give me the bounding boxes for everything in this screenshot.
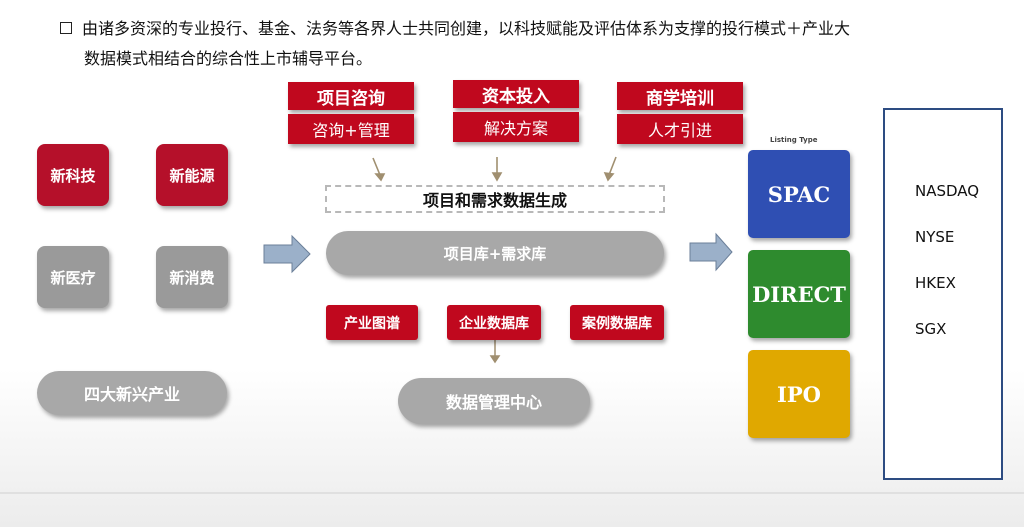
service-title: 商学培训	[617, 82, 743, 110]
db-connectors	[489, 340, 501, 364]
industries-label: 四大新兴产业	[37, 371, 227, 415]
database-enterprise: 企业数据库	[447, 305, 541, 340]
exchange-sgx: SGX	[915, 320, 947, 338]
database-industry-map: 产业图谱	[326, 305, 418, 340]
service-training: 商学培训 人才引进	[617, 82, 743, 144]
listing-direct: DIRECT	[748, 250, 850, 338]
service-subtitle: 解决方案	[453, 112, 579, 142]
exchange-nyse: NYSE	[915, 228, 955, 246]
industry-tile-medical: 新医疗	[37, 246, 109, 308]
industry-tile-consumer: 新消费	[156, 246, 228, 308]
service-arrows	[372, 156, 617, 182]
service-consulting: 项目咨询 咨询+管理	[288, 82, 414, 144]
intro-line-2: 数据模式相结合的综合性上市辅导平台。	[84, 49, 373, 68]
industry-tile-tech: 新科技	[37, 144, 109, 206]
listing-ipo: IPO	[748, 350, 850, 438]
service-subtitle: 咨询+管理	[288, 114, 414, 144]
industry-tile-energy: 新能源	[156, 144, 228, 206]
right-arrow-icon	[689, 232, 733, 272]
service-title: 项目咨询	[288, 82, 414, 110]
exchange-nasdaq: NASDAQ	[915, 182, 980, 200]
exchanges-panel: NASDAQ NYSE HKEX SGX	[883, 108, 1003, 480]
right-arrow-icon	[263, 234, 311, 274]
management-center: 数据管理中心	[398, 378, 590, 424]
intro-line-1: 由诸多资深的专业投行、基金、法务等各界人士共同创建，以科技赋能及评估体系为支撑的…	[82, 19, 851, 38]
checkbox-bullet-icon	[60, 22, 72, 34]
service-capital: 资本投入 解决方案	[453, 80, 579, 142]
service-subtitle: 人才引进	[617, 114, 743, 144]
generation-label: 项目和需求数据生成	[325, 185, 665, 213]
exchange-hkex: HKEX	[915, 274, 956, 292]
repository-label: 项目库+需求库	[326, 231, 664, 275]
listing-spac: SPAC	[748, 150, 850, 238]
intro-text: 由诸多资深的专业投行、基金、法务等各界人士共同创建，以科技赋能及评估体系为支撑的…	[60, 14, 960, 74]
database-cases: 案例数据库	[570, 305, 664, 340]
service-title: 资本投入	[453, 80, 579, 108]
listing-type-label: Listing Type	[770, 136, 818, 144]
